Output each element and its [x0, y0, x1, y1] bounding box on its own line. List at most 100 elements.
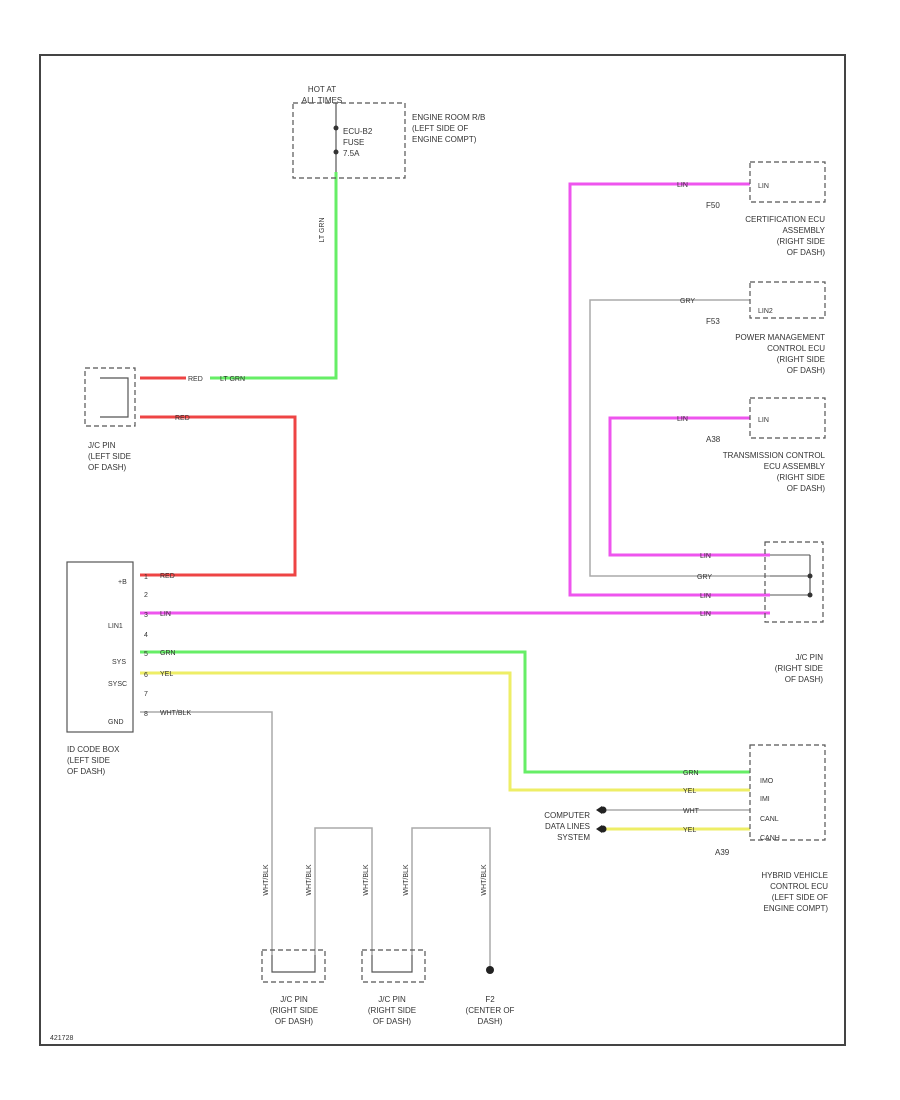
diagram-frame — [39, 54, 846, 1046]
wire-tag-lin-jc2: LIN — [700, 593, 711, 600]
jc-left-caption-3: OF DASH) — [88, 463, 127, 472]
wire-tag-wht-blk-v5: WHT/BLK — [481, 864, 488, 895]
jc-right-box — [764, 541, 824, 623]
power-ecu-caption-1: POWER MANAGEMENT — [735, 333, 825, 342]
hot-at-label-1: HOT AT — [308, 85, 336, 94]
jc-right-node-2 — [807, 592, 813, 598]
relay-block-caption-1: ENGINE ROOM R/B — [412, 113, 485, 122]
wire-tag-lin-jc3: LIN — [700, 611, 711, 618]
fuse-label-3: 7.5A — [343, 149, 360, 158]
wire-gnd-3 — [411, 827, 491, 968]
id-pin-gnd: GND — [108, 719, 124, 726]
wire-tag-lin-trans: LIN — [677, 416, 688, 423]
wire-tag-lin-jc1: LIN — [700, 553, 711, 560]
cert-ecu-caption-3: (RIGHT SIDE — [777, 237, 825, 246]
wire-tag-lin: LIN — [160, 611, 171, 618]
jc-pin-bottom-2: J/C PIN (RIGHT SIDE OF DASH) — [361, 949, 426, 1026]
id-code-box-caption-3: OF DASH) — [67, 767, 106, 776]
trans-ecu-caption-3: (RIGHT SIDE — [777, 473, 825, 482]
wire-tag-lin-cert: LIN — [677, 182, 688, 189]
jc-bottom2-bus — [371, 955, 413, 973]
trans-ecu-box — [749, 397, 826, 439]
computer-data-lines: COMPUTER DATA LINES SYSTEM — [544, 806, 607, 842]
wire-tag-wht-hv: WHT — [683, 808, 700, 815]
computer-data-caption-3: SYSTEM — [557, 833, 590, 842]
id-pin-sysc: SYSC — [108, 681, 127, 688]
wire-tag-wht-blk-v4: WHT/BLK — [403, 864, 410, 895]
id-pin-num-2: 2 — [144, 592, 148, 599]
id-pin-lin1: LIN1 — [108, 623, 123, 630]
wire-tag-grn: GRN — [160, 650, 176, 657]
power-management-ecu: LIN2 GRY F53 POWER MANAGEMENT CONTROL EC… — [680, 281, 826, 375]
ground-point: F2 (CENTER OF DASH) — [466, 966, 515, 1026]
cert-ecu-caption-4: OF DASH) — [787, 248, 826, 257]
fuse-label-2: FUSE — [343, 138, 364, 147]
wire-pink-trans — [608, 416, 770, 557]
footer-code: 421728 — [50, 1035, 73, 1042]
id-pin-num-1: 1 — [144, 574, 148, 581]
cert-ecu-box — [749, 161, 826, 203]
hv-ecu-caption-1: HYBRID VEHICLE — [761, 871, 828, 880]
jc-left-caption-2: (LEFT SIDE — [88, 452, 131, 461]
jc-bottom2-caption-3: OF DASH) — [373, 1017, 412, 1026]
wire-tag-wht-blk-v3: WHT/BLK — [363, 864, 370, 895]
power-ecu-box — [749, 281, 826, 319]
jc-left-box — [84, 367, 136, 427]
power-ecu-caption-2: CONTROL ECU — [767, 344, 825, 353]
jc-right-caption-3: OF DASH) — [785, 675, 824, 684]
wire-yellow-sysc — [140, 671, 750, 792]
hv-pin-imi: IMI — [760, 796, 770, 803]
jc-bottom2-caption-1: J/C PIN — [378, 995, 406, 1004]
computer-data-caption-2: DATA LINES — [545, 822, 590, 831]
jc-bottom1-caption-1: J/C PIN — [280, 995, 308, 1004]
hv-ecu-caption-3: (LEFT SIDE OF — [772, 893, 828, 902]
cert-ecu-pin: LIN — [758, 183, 769, 190]
wire-tag-bg — [186, 373, 210, 383]
power-ecu-caption-4: OF DASH) — [787, 366, 826, 375]
wire-tag-wht-blk-v2: WHT/BLK — [306, 864, 313, 895]
jc-right-caption-2: (RIGHT SIDE — [775, 664, 823, 673]
id-pin-num-6: 6 — [144, 672, 148, 679]
wire-tag-gry-power: GRY — [680, 298, 695, 305]
wire-tag-yel-hv2: YEL — [683, 827, 696, 834]
id-pin-num-5: 5 — [144, 651, 148, 658]
jc-bottom1-bus — [271, 955, 316, 973]
wire-gnd-2 — [314, 827, 373, 955]
id-code-box: +B LIN1 SYS SYSC GND 1 2 3 4 5 6 7 8 RED… — [66, 561, 191, 776]
jc-pin-bottom-1: J/C PIN (RIGHT SIDE OF DASH) — [261, 949, 326, 1026]
id-code-box-caption-1: ID CODE BOX — [67, 745, 120, 754]
trans-ecu-code: A38 — [706, 435, 721, 444]
jc-bottom1-caption-2: (RIGHT SIDE — [270, 1006, 318, 1015]
power-ecu-caption-3: (RIGHT SIDE — [777, 355, 825, 364]
relay-block-box — [292, 102, 406, 179]
relay-block-caption-3: ENGINE COMPT) — [412, 135, 477, 144]
wire-tag-red-2: RED — [175, 415, 190, 422]
wire-lt-grn — [210, 172, 338, 380]
id-pin-sys: SYS — [112, 659, 126, 666]
id-code-box-body — [66, 561, 134, 733]
canl-arrow — [596, 806, 602, 814]
jc-bottom1-caption-3: OF DASH) — [275, 1017, 314, 1026]
wire-tag-yel-hv: YEL — [683, 788, 696, 795]
trans-ecu-caption-1: TRANSMISSION CONTROL — [723, 451, 826, 460]
computer-data-caption-1: COMPUTER — [544, 811, 590, 820]
jc-right-caption-1: J/C PIN — [795, 653, 823, 662]
transmission-ecu: LIN LIN A38 TRANSMISSION CONTROL ECU ASS… — [677, 397, 826, 493]
id-pin-num-7: 7 — [144, 691, 148, 698]
wire-red-jc-idbox — [140, 415, 297, 577]
jc-left-bus — [100, 377, 129, 418]
certification-ecu: LIN LIN F50 CERTIFICATION ECU ASSEMBLY (… — [677, 161, 826, 257]
hv-pin-canl: CANL — [760, 816, 779, 823]
cert-ecu-caption-2: ASSEMBLY — [782, 226, 825, 235]
power-ecu-pin: LIN2 — [758, 308, 773, 315]
relay-block-caption-2: (LEFT SIDE OF — [412, 124, 468, 133]
hv-pin-imo: IMO — [760, 778, 774, 785]
hybrid-vehicle-ecu: IMO IMI CANL CANH GRN YEL WHT YEL A39 HY… — [683, 744, 828, 913]
wire-tag-wht-blk-v1: WHT/BLK — [263, 864, 270, 895]
hv-ecu-code: A39 — [715, 848, 730, 857]
jc-pin-left: RED LT GRN RED J/C PIN (LEFT SIDE OF DAS… — [84, 367, 245, 472]
wire-pink-cert — [568, 182, 770, 597]
wire-tag-yel: YEL — [160, 671, 173, 678]
hot-at-label-2: ALL TIMES — [302, 96, 342, 105]
